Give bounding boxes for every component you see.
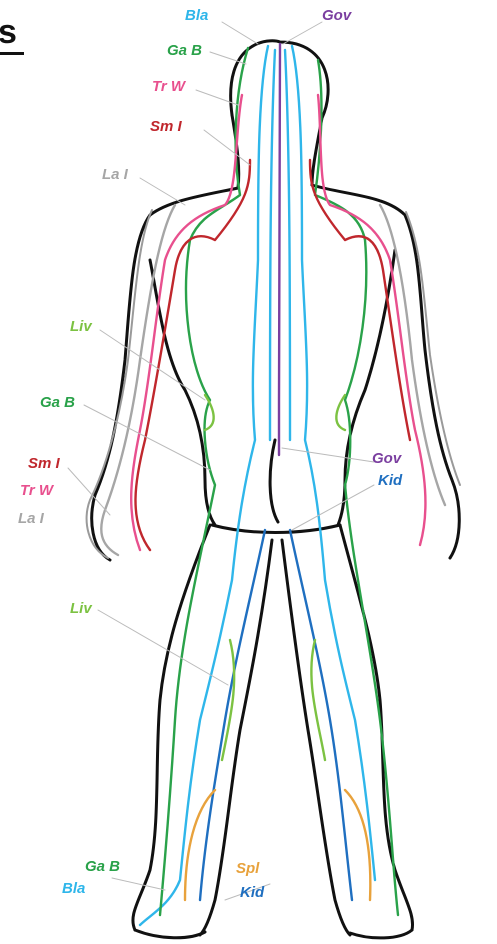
leader-gov-top bbox=[283, 22, 322, 44]
gov-meridian-line bbox=[279, 44, 280, 455]
label-kid-foot: Kid bbox=[240, 884, 264, 902]
label-liv-mid: Liv bbox=[70, 318, 92, 336]
bla-inner-left bbox=[270, 50, 275, 440]
leader-gov-right bbox=[282, 448, 374, 462]
label-lai-hand: La I bbox=[18, 510, 44, 528]
label-bla-foot: Bla bbox=[62, 880, 85, 898]
body-outline bbox=[92, 41, 460, 938]
leader-lines bbox=[68, 22, 374, 900]
left-foot bbox=[135, 930, 205, 938]
liv-meridian-line-right bbox=[336, 395, 345, 430]
right-leg-outer bbox=[340, 525, 413, 930]
label-trw-hand: Tr W bbox=[20, 482, 53, 500]
label-gab-mid: Ga B bbox=[40, 394, 75, 412]
leader-sml-top bbox=[204, 130, 250, 165]
left-shoulder-arm bbox=[92, 188, 238, 560]
lai-meridian-line-left bbox=[101, 205, 175, 555]
right-shoulder-arm bbox=[312, 185, 459, 558]
label-sml-top: Sm I bbox=[150, 118, 182, 136]
leader-bla-top bbox=[222, 22, 258, 44]
bla-inner-right bbox=[285, 50, 290, 440]
label-gov-top: Gov bbox=[322, 7, 351, 25]
bla-meridian-line-right bbox=[292, 46, 375, 880]
label-liv-leg: Liv bbox=[70, 600, 92, 618]
kid-meridian-line-left bbox=[200, 530, 265, 900]
label-gab-top: Ga B bbox=[167, 42, 202, 60]
buttock-line bbox=[270, 440, 278, 522]
label-spl-foot: Spl bbox=[236, 860, 259, 878]
label-gov-right: Gov bbox=[372, 450, 401, 468]
label-bla-top: Bla bbox=[185, 7, 208, 25]
label-lai-top: La I bbox=[102, 166, 128, 184]
kid-meridian-line-right bbox=[290, 530, 352, 900]
label-sml-hand: Sm I bbox=[28, 455, 60, 473]
trw-meridian-line-right bbox=[318, 95, 425, 545]
right-foot bbox=[350, 930, 412, 938]
right-leg-inner bbox=[282, 540, 350, 935]
leader-lai-top bbox=[140, 178, 185, 205]
leader-kid-right bbox=[292, 485, 374, 530]
left-arm-grey bbox=[87, 210, 152, 558]
label-kid-right: Kid bbox=[378, 472, 402, 490]
leader-gab-mid bbox=[84, 405, 210, 470]
label-trw-top: Tr W bbox=[152, 78, 185, 96]
label-gab-foot: Ga B bbox=[85, 858, 120, 876]
leader-foot-left bbox=[112, 878, 165, 890]
